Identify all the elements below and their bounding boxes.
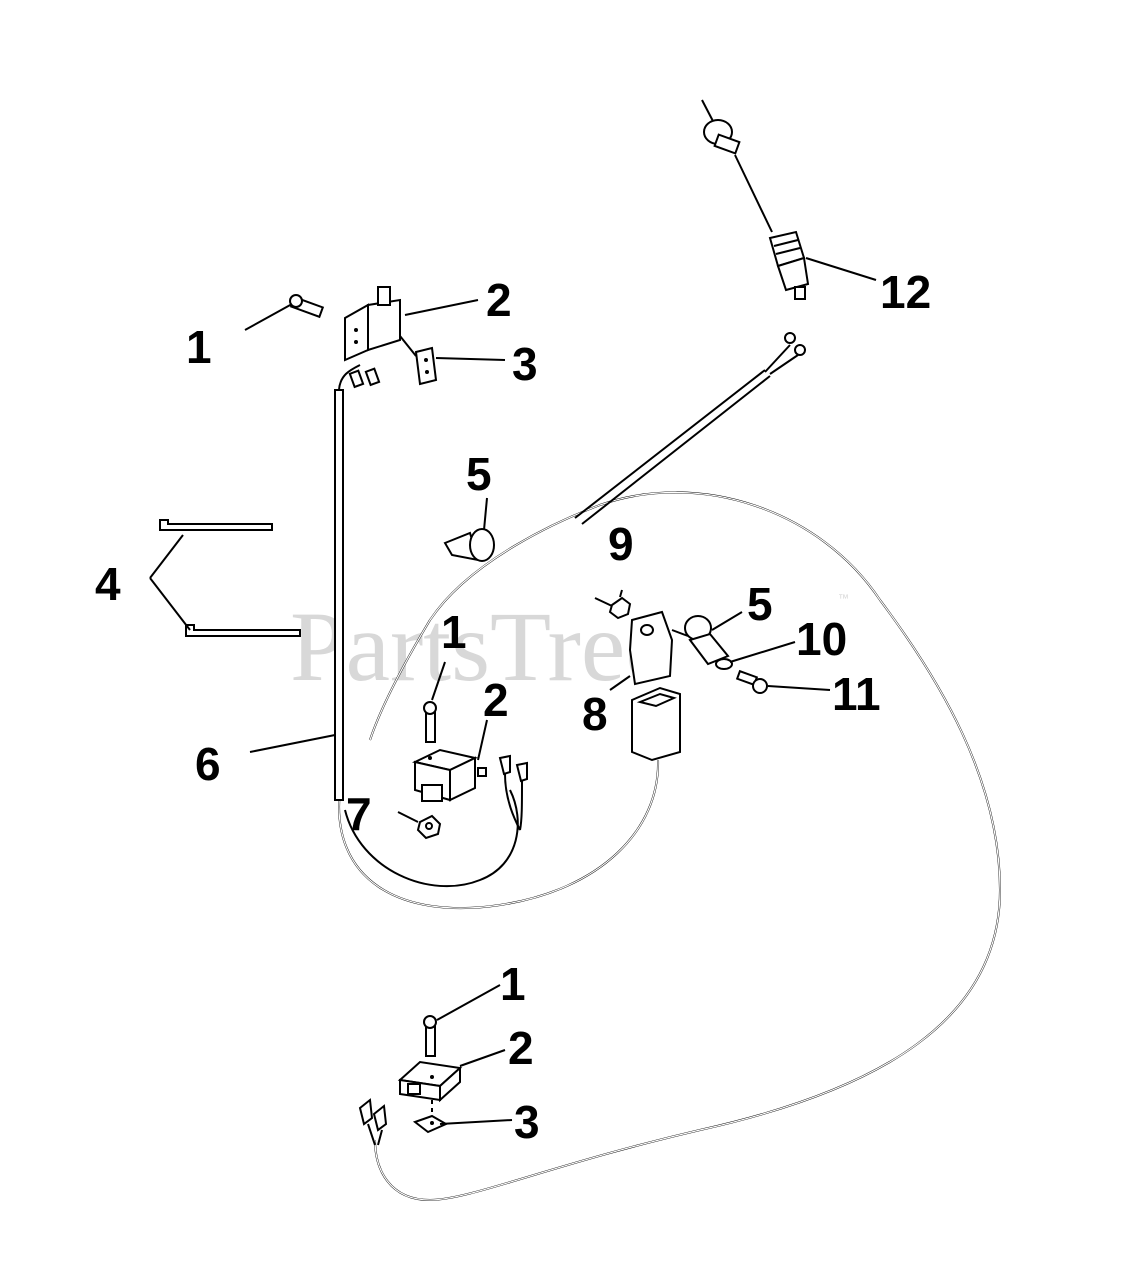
callout-1-mid: 1 bbox=[441, 606, 467, 658]
callout-11: 11 bbox=[832, 668, 881, 720]
terminals-mid bbox=[498, 754, 528, 831]
callout-8: 8 bbox=[582, 688, 608, 740]
ignition-key bbox=[701, 99, 773, 233]
wire-harness bbox=[338, 332, 1002, 1202]
switch-top bbox=[344, 286, 401, 362]
switch-mid bbox=[411, 748, 487, 802]
bolt-mid bbox=[423, 701, 437, 743]
nut-9 bbox=[594, 596, 632, 620]
plate-top bbox=[399, 335, 438, 386]
callout-9: 9 bbox=[608, 518, 634, 570]
switch-bottom bbox=[397, 1060, 463, 1103]
relay-module bbox=[628, 610, 681, 762]
ignition-switch bbox=[768, 230, 810, 300]
screw-11 bbox=[735, 669, 768, 694]
callout-1-top: 1 bbox=[186, 321, 212, 373]
watermark: PartsTree bbox=[290, 591, 670, 702]
callout-2-bottom: 2 bbox=[508, 1022, 534, 1074]
callout-3-top: 3 bbox=[512, 338, 538, 390]
leader-lines bbox=[149, 257, 877, 1125]
callout-3-bottom: 3 bbox=[514, 1096, 540, 1148]
callout-6: 6 bbox=[195, 738, 221, 790]
nut-mid bbox=[397, 811, 442, 840]
bolt-top bbox=[289, 294, 325, 319]
wire-sleeve bbox=[334, 364, 381, 801]
callout-10: 10 bbox=[796, 613, 847, 665]
callout-4: 4 bbox=[95, 558, 121, 610]
bracket-rods bbox=[159, 519, 301, 637]
terminals-bottom bbox=[358, 1098, 388, 1146]
callout-5-top: 5 bbox=[466, 448, 492, 500]
plate-bottom bbox=[412, 1100, 449, 1134]
washer-10 bbox=[715, 658, 733, 670]
callout-5-mid: 5 bbox=[747, 578, 773, 630]
bolt-bottom bbox=[423, 1015, 437, 1057]
watermark-trademark: ™ bbox=[838, 593, 849, 605]
callout-2-mid: 2 bbox=[483, 674, 509, 726]
callout-12: 12 bbox=[880, 266, 931, 318]
cable-clip-top bbox=[443, 528, 495, 562]
callout-2-top: 2 bbox=[486, 274, 512, 326]
callout-7: 7 bbox=[346, 788, 372, 840]
cable-clip-mid bbox=[671, 615, 730, 666]
callouts: 1 2 3 4 5 6 1 2 7 9 5 10 8 11 12 1 2 3 bbox=[95, 266, 931, 1148]
callout-1-bottom: 1 bbox=[500, 958, 526, 1010]
